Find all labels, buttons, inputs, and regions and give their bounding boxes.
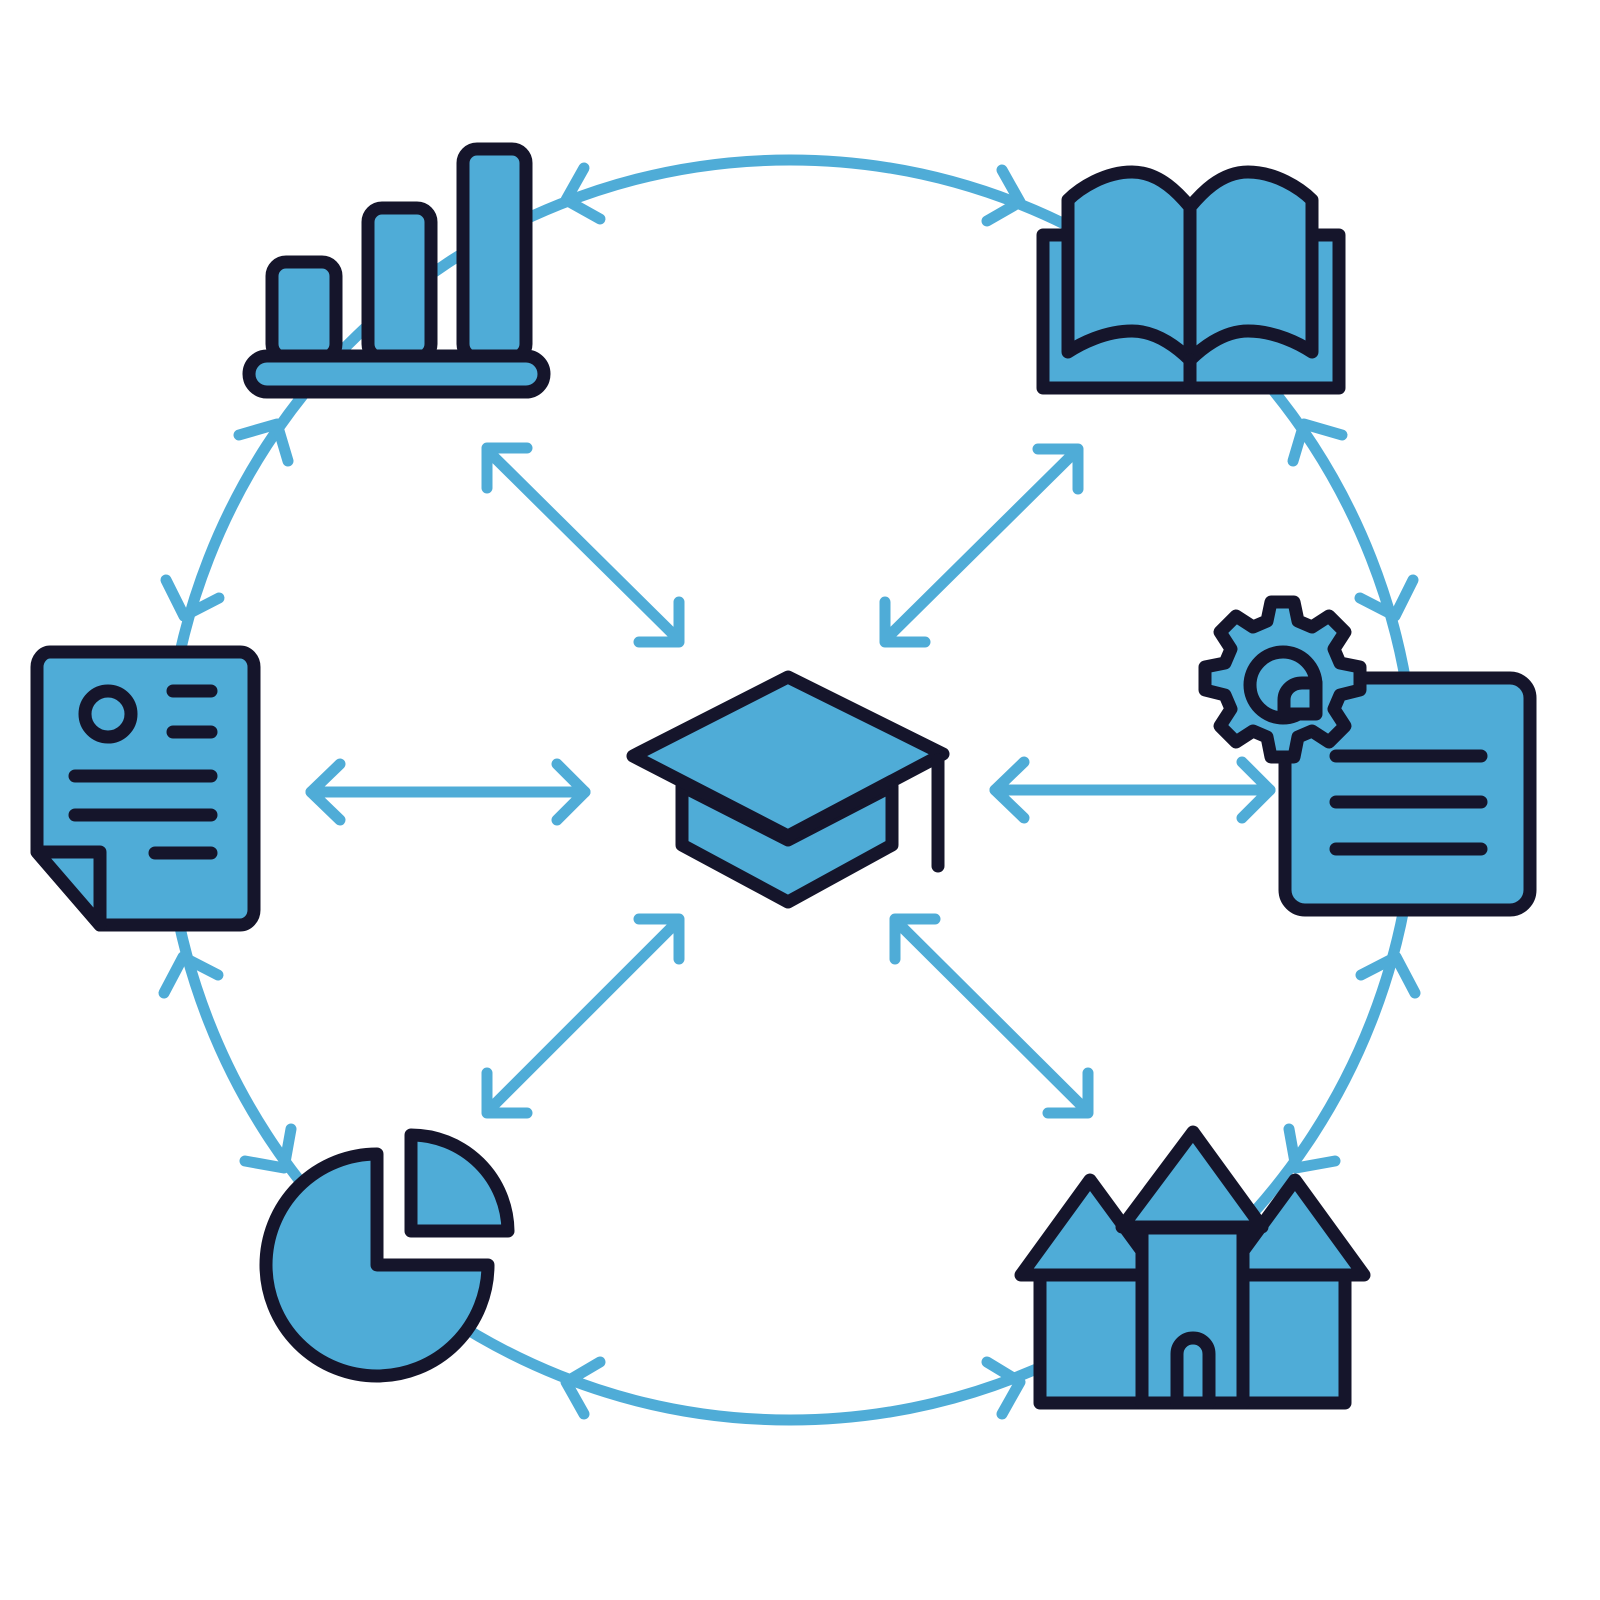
graduation-cap-icon	[626, 670, 950, 909]
cycle-arrow-icon	[239, 1123, 297, 1174]
cycle-arrow-icon	[160, 574, 225, 622]
cycle-arrow-icon	[1283, 1123, 1341, 1174]
arrow-left	[305, 758, 591, 826]
document-icon	[30, 645, 261, 932]
arrow-right	[989, 756, 1276, 824]
cycle-arrow-icon	[1355, 951, 1421, 999]
cycle-arrow-icon	[1287, 418, 1348, 467]
bar-chart-icon	[242, 142, 551, 399]
cycle-arrow-icon	[560, 1356, 606, 1420]
cycle-arrow-icon	[158, 951, 224, 999]
cycle-arrow-icon	[981, 164, 1026, 227]
school-building-icon	[1014, 1125, 1371, 1410]
cycle-arrow-icon	[233, 418, 294, 467]
cycle-arrowheads	[158, 162, 1421, 1420]
arrow-top-right	[879, 443, 1084, 648]
open-book-icon	[1036, 165, 1346, 395]
arrow-top-left	[481, 442, 685, 648]
connector-arrows	[305, 442, 1276, 1119]
cycle-arrow-icon	[560, 162, 606, 225]
pie-chart-icon	[259, 1128, 515, 1383]
cycle-arrow-icon	[981, 1356, 1026, 1420]
arrow-bottom-right	[889, 913, 1094, 1119]
arrow-bottom-left	[481, 913, 685, 1119]
cycle-arrow-icon	[1354, 574, 1419, 622]
gear-document-icon	[1198, 595, 1537, 917]
